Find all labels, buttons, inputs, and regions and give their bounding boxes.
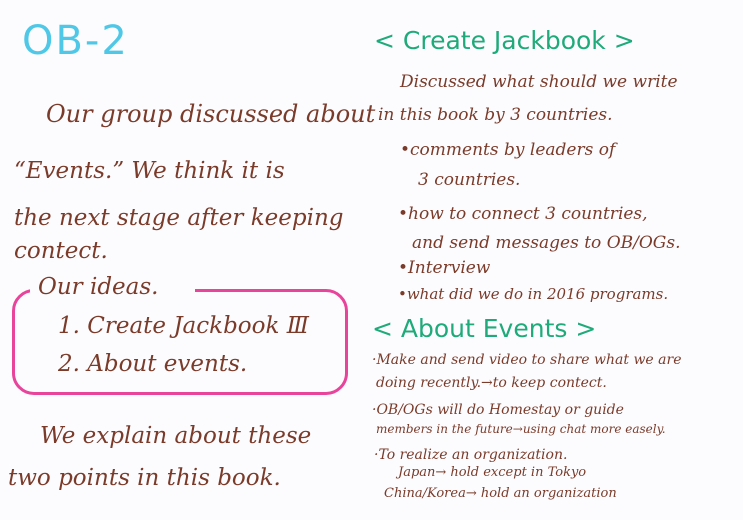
section2-line-3: ·OB/OGs will do Homestay or guide	[372, 402, 624, 418]
left-line-4: contect.	[14, 238, 108, 264]
section2-line-7: China/Korea→ hold an organization	[384, 486, 617, 501]
section2-line-2: doing recently.→to keep contect.	[376, 375, 607, 391]
section-create-jackbook-heading: < Create Jackbook >	[374, 26, 635, 55]
section1-line-7: •Interview	[398, 258, 491, 278]
ideas-box	[12, 289, 348, 395]
left-line-3: the next stage after keeping	[14, 205, 344, 231]
closing-line-2: two points in this book.	[8, 465, 281, 491]
section1-line-1: Discussed what should we write	[400, 72, 678, 92]
idea-item-1: 1. Create Jackbook Ⅲ	[58, 313, 309, 339]
card-title: OB-2	[22, 18, 129, 64]
left-line-2: “Events.” We think it is	[14, 158, 285, 184]
idea-item-2: 2. About events.	[58, 351, 248, 377]
section2-line-1: ·Make and send video to share what we ar…	[372, 352, 682, 368]
section-about-events-heading: < About Events >	[372, 314, 597, 343]
section2-line-6: Japan→ hold except in Tokyo	[398, 465, 587, 480]
left-line-1: Our group discussed about	[46, 100, 376, 128]
section1-line-6: and send messages to OB/OGs.	[412, 233, 681, 253]
section2-line-4: members in the future→using chat more ea…	[376, 422, 666, 436]
section1-line-4: 3 countries.	[418, 170, 521, 190]
section1-line-3: •comments by leaders of	[400, 140, 616, 160]
ideas-heading: Our ideas.	[38, 274, 159, 300]
ideas-box-gap	[30, 283, 195, 299]
closing-line-1: We explain about these	[40, 423, 312, 449]
section1-line-8: •what did we do in 2016 programs.	[398, 285, 669, 303]
section2-line-5: ·To realize an organization.	[374, 447, 568, 463]
section1-line-5: •how to connect 3 countries,	[398, 204, 648, 224]
section1-line-2: in this book by 3 countries.	[378, 105, 613, 125]
